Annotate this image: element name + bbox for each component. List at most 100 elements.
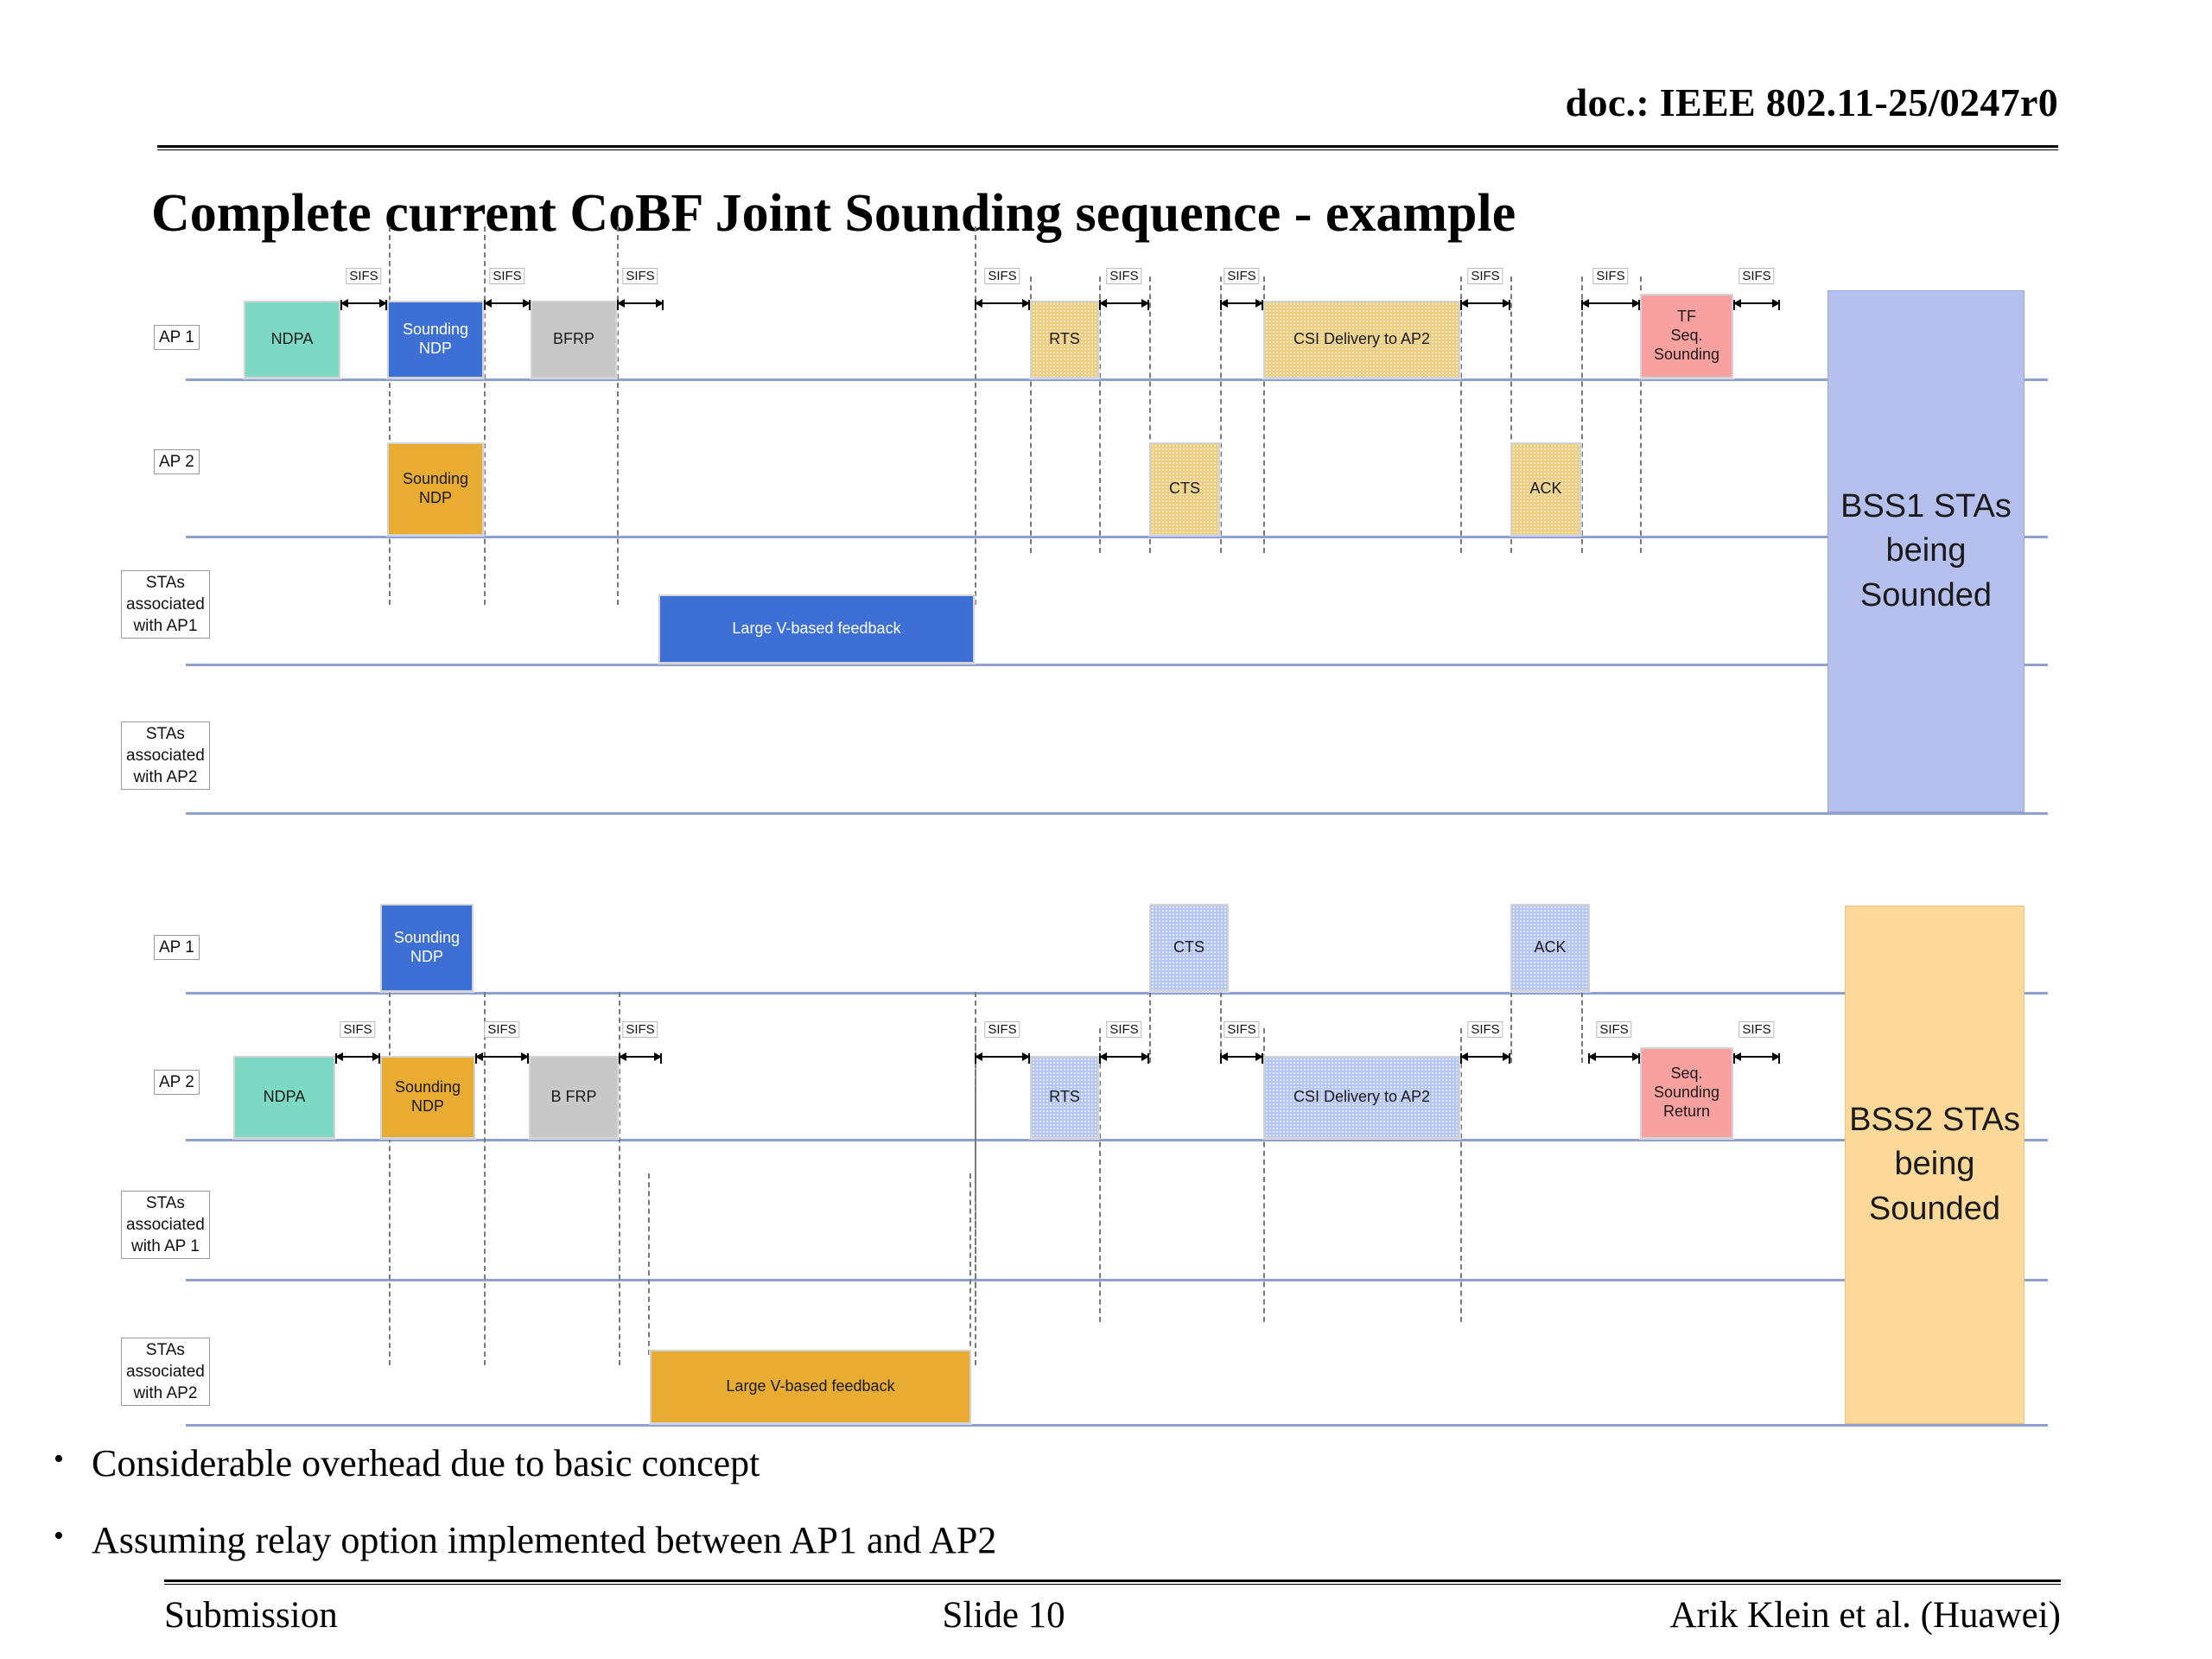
sifs-marker-4: SIFS [975,1021,1030,1064]
timing-guide-line [1030,276,1032,553]
timing-guide-line [1510,992,1512,1063]
sifs-label: SIFS [1467,268,1503,285]
timing-guide-line [1149,992,1151,1063]
sifs-label: SIFS [1106,268,1142,285]
timing-guide-line [1220,276,1222,553]
frame-rts: RTS [1030,301,1099,378]
sifs-label: SIFS [984,1021,1020,1039]
sifs-marker-3: SIFS [619,1021,662,1064]
frame-csi-delivery-to-ap2: CSI Delivery to AP2 [1263,301,1460,378]
timing-guide-line [648,1173,650,1355]
timing-guide-line [1099,1028,1101,1322]
sifs-marker-2: SIFS [484,268,531,310]
sifs-arrow-icon [1220,1052,1263,1061]
timing-guide-line [1220,992,1222,1063]
sifs-arrow-icon [617,299,664,308]
sifs-label: SIFS [1738,1021,1775,1039]
frame-b-frp: B FRP [529,1056,619,1139]
sifs-label: SIFS [622,268,658,285]
frame-large-v-based-feedback: Large V-based feedback [658,594,975,664]
sifs-label: SIFS [1106,1021,1142,1039]
sifs-arrow-icon [475,1052,529,1061]
frame-large-v-based-feedback: Large V-based feedback [650,1350,971,1424]
sifs-arrow-icon [1099,1052,1149,1061]
timeline-axis-row-3 [186,664,2048,666]
bullet-dot-icon: • [54,1520,64,1552]
footer-submission-label: Submission [164,1595,338,1636]
sifs-label: SIFS [484,1021,520,1039]
timing-guide-line [617,226,619,605]
sifs-arrow-icon [619,1052,662,1061]
sifs-arrow-icon [1733,1052,1780,1061]
sifs-marker-1: SIFS [340,268,387,310]
timing-guide-line [389,226,391,605]
frame-ack: ACK [1510,904,1590,992]
sifs-marker-4: SIFS [975,268,1030,310]
timing-guide-line [389,992,391,1365]
sifs-marker-5: SIFS [1099,268,1149,310]
timing-guide-line [1263,1028,1265,1322]
timing-guide-line [484,992,486,1365]
frame-ack: ACK [1510,442,1581,536]
sifs-arrow-icon [1733,299,1780,308]
sifs-arrow-icon [975,299,1030,308]
sifs-label: SIFS [622,1021,658,1039]
sifs-arrow-icon [1460,299,1510,308]
sifs-label: SIFS [1467,1021,1503,1039]
footer-author: Arik Klein et al. (Huawei) [1669,1595,2061,1636]
frame-ndpa: NDPA [233,1056,335,1139]
entity-label-ap1: AP 1 [154,325,200,351]
sifs-marker-7: SIFS [1460,1021,1510,1064]
frame-ndpa: NDPA [244,301,340,378]
page-footer: Submission Slide 10 Arik Klein et al. (H… [164,1594,2061,1637]
sifs-marker-5: SIFS [1099,1021,1149,1064]
frame-cts: CTS [1149,442,1220,536]
bullet-list: • Considerable overhead due to basic con… [54,1441,1782,1595]
sifs-label: SIFS [1596,1021,1632,1039]
sifs-label: SIFS [984,268,1020,285]
sifs-marker-8: SIFS [1581,268,1640,310]
footer-slide-number: Slide 10 [942,1595,1065,1636]
frame-csi-delivery-to-ap2: CSI Delivery to AP2 [1263,1056,1460,1139]
bullet-dot-icon: • [54,1443,64,1475]
bullet-text: Considerable overhead due to basic conce… [92,1442,760,1484]
document-id-header: doc.: IEEE 802.11-25/0247r0 [1565,80,2058,124]
timeline-axis-row-2 [186,536,2048,538]
timing-guide-line [1099,276,1101,553]
timing-guide-line [484,226,486,605]
sifs-marker-9: SIFS [1733,268,1780,310]
sifs-label: SIFS [346,268,382,285]
timing-guide-line [975,1028,976,1322]
sifs-marker-7: SIFS [1460,268,1510,310]
sifs-label: SIFS [1738,268,1775,285]
sifs-label: SIFS [1224,268,1260,285]
sifs-arrow-icon [1581,299,1640,308]
sifs-arrow-icon [1099,299,1149,308]
sifs-marker-1: SIFS [335,1021,380,1064]
sifs-marker-6: SIFS [1220,268,1263,310]
sifs-label: SIFS [489,268,525,285]
bullet-text: Assuming relay option implemented betwee… [92,1519,997,1561]
sifs-arrow-icon [1588,1052,1640,1061]
list-item: • Assuming relay option implemented betw… [54,1518,1782,1562]
sifs-marker-3: SIFS [617,268,664,310]
timeline-axis-row-1 [186,992,2048,995]
footer-divider [164,1580,2061,1585]
entity-label-ap2: AP 2 [154,1070,200,1096]
frame-bfrp: BFRP [531,301,617,378]
timing-guide-line [1640,276,1642,553]
sifs-label: SIFS [340,1021,376,1039]
timing-guide-line [969,1173,971,1355]
